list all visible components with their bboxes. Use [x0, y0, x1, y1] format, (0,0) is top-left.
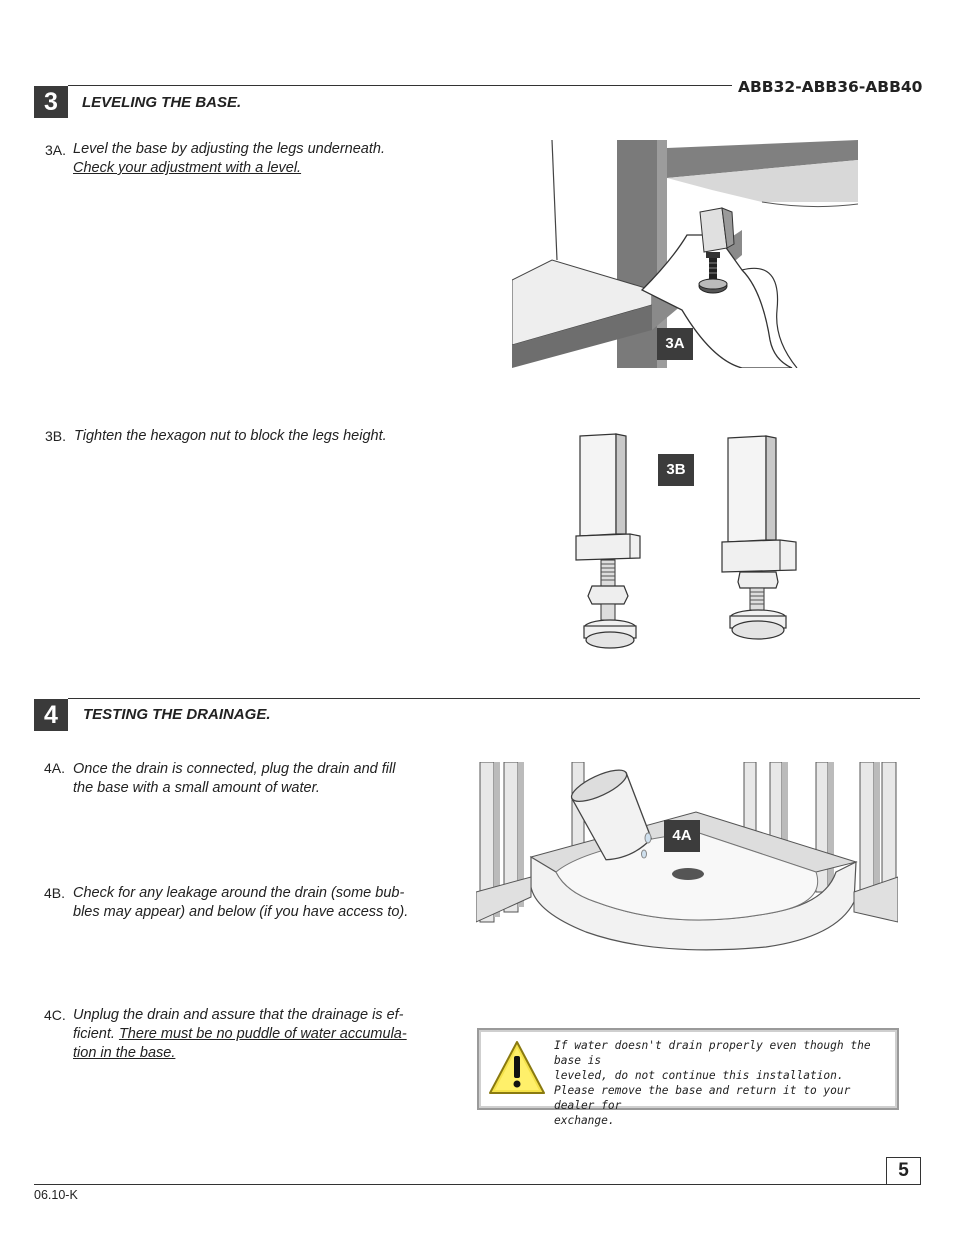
- step-4c-text: Unplug the drain and assure that the dra…: [73, 1006, 407, 1063]
- step-4b-line2: bles may appear) and below (if you have …: [73, 904, 409, 920]
- figure-3a-label: 3A: [657, 328, 693, 360]
- figure-3b-adjustable-legs: 3B: [570, 430, 810, 654]
- section3-divider: [68, 85, 732, 86]
- step-4a-id: 4A.: [44, 760, 66, 776]
- section4-divider: [68, 698, 920, 699]
- figure-3b-label: 3B: [658, 454, 694, 486]
- step-3a-text: Level the base by adjusting the legs und…: [73, 140, 385, 178]
- section3-number: 3: [34, 86, 68, 118]
- page-number: 5: [886, 1157, 921, 1185]
- step-4b-text: Check for any leakage around the drain (…: [73, 884, 408, 922]
- step-4c-id: 4C.: [44, 1007, 66, 1023]
- step-4b-id: 4B.: [44, 885, 66, 901]
- warning-box: If water doesn't drain properly even tho…: [477, 1028, 899, 1127]
- warning-line3: Please remove the base and return it to …: [554, 1084, 851, 1112]
- step-3a-line1: Level the base by adjusting the legs und…: [73, 141, 385, 157]
- document-code: 06.10-K: [34, 1188, 78, 1202]
- section4-number: 4: [34, 699, 68, 731]
- step-4c-line1: Unplug the drain and assure that the dra…: [73, 1007, 404, 1023]
- figure-4a-pouring-water: 4A: [475, 761, 899, 952]
- step-4a-line2: the base with a small amount of water.: [73, 780, 320, 796]
- step-3a-id: 3A.: [45, 142, 67, 158]
- footer-divider: [34, 1184, 920, 1185]
- figure-4a-label: 4A: [664, 820, 700, 852]
- step-3a-line2: Check your adjustment with a level.: [73, 160, 302, 176]
- warning-line2: leveled, do not continue this installati…: [554, 1069, 844, 1082]
- step-4c-line2a: ficient.: [73, 1026, 115, 1042]
- step-4b-line1: Check for any leakage around the drain (…: [73, 885, 405, 901]
- figure-3a-leveling-leg: 3A: [511, 139, 859, 370]
- warning-triangle-icon: [487, 1038, 547, 1098]
- step-4a-line1: Once the drain is connected, plug the dr…: [73, 761, 396, 777]
- warning-text: If water doesn't drain properly even tho…: [554, 1038, 889, 1128]
- warning-line4: exchange.: [554, 1114, 615, 1127]
- section3-title: LEVELING THE BASE.: [82, 94, 242, 111]
- warning-line1: If water doesn't drain properly even tho…: [554, 1039, 871, 1067]
- step-4c-line2b: There must be no puddle of water accumul…: [118, 1026, 407, 1042]
- model-number: ABB32-ABB36-ABB40: [738, 78, 923, 96]
- step-4c-line3: tion in the base.: [73, 1045, 176, 1061]
- step-3b-id: 3B.: [45, 428, 67, 444]
- section4-title: TESTING THE DRAINAGE.: [83, 706, 271, 723]
- step-4a-text: Once the drain is connected, plug the dr…: [73, 760, 395, 798]
- step-3b-text: Tighten the hexagon nut to block the leg…: [74, 428, 387, 444]
